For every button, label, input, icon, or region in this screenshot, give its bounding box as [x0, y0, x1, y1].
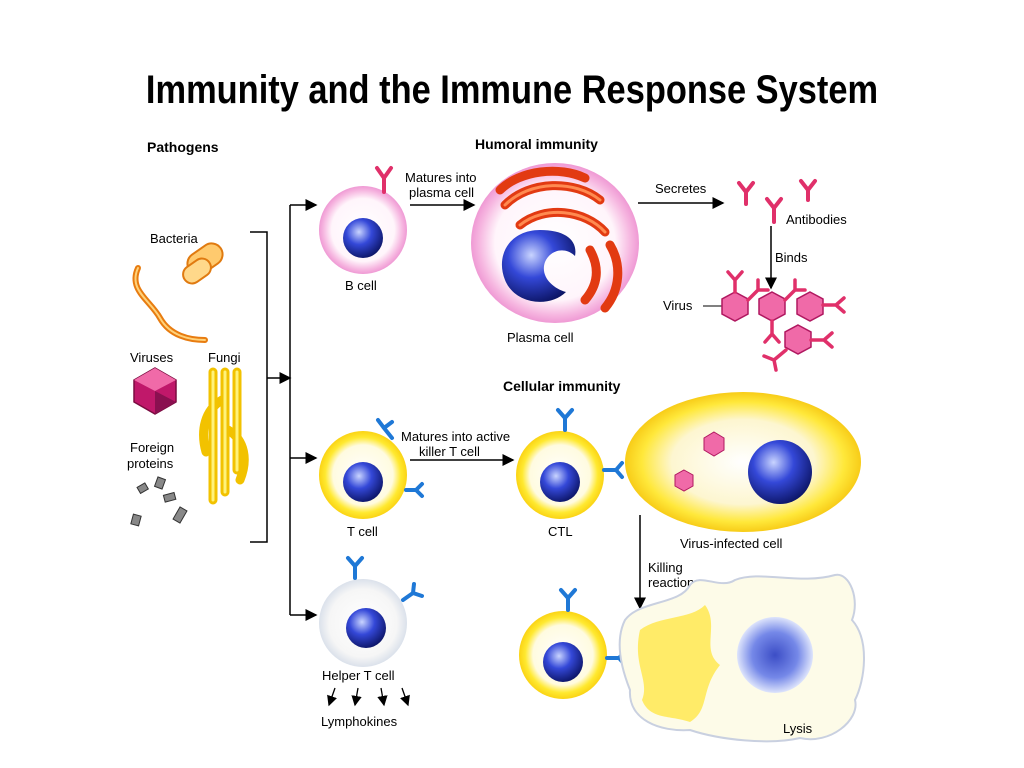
virus-particle-icon — [133, 367, 177, 415]
matures-ctl-label-2: killer T cell — [419, 444, 480, 459]
b-cell — [319, 166, 407, 274]
matures-plasma-label-1: Matures into — [405, 170, 477, 185]
lymphokine-arrows — [327, 687, 410, 707]
matures-ctl-label-1: Matures into active — [401, 429, 510, 444]
foreign-proteins-label-1: Foreign — [130, 440, 174, 455]
foreign-proteins-label-2: proteins — [127, 456, 174, 471]
helper-receptor-icon — [346, 556, 424, 602]
t-cell — [319, 418, 424, 519]
slide-title: Immunity and the Immune Response System — [145, 68, 879, 112]
t-cell-receptor-icon — [376, 418, 424, 498]
fungi-illustration — [199, 367, 249, 505]
lysed-nucleus — [737, 617, 813, 693]
b-cell-label: B cell — [345, 278, 377, 293]
killing-label-2: reaction — [648, 575, 694, 590]
lysis-label: Lysis — [783, 721, 813, 736]
pathogens-heading: Pathogens — [147, 139, 219, 155]
bacteria-illustration — [132, 242, 224, 343]
attacking-ctl-cell — [519, 588, 627, 699]
killing-label-1: Killing — [648, 560, 683, 575]
virus-label: Virus — [663, 298, 693, 313]
foreign-proteins-icon — [130, 476, 188, 527]
antibodies-icon — [737, 179, 817, 224]
plasma-cell-label: Plasma cell — [507, 330, 574, 345]
ctl-receptor-icon — [556, 408, 624, 479]
plasma-nucleus — [501, 230, 576, 302]
cellular-immunity-heading: Cellular immunity — [503, 378, 621, 394]
b-cell-receptor-icon — [375, 166, 393, 194]
lymphokines-label: Lymphokines — [321, 714, 398, 729]
bacteria-label: Bacteria — [150, 231, 198, 246]
t-cell-label: T cell — [347, 524, 378, 539]
matures-plasma-label-2: plasma cell — [409, 185, 474, 200]
humoral-immunity-heading: Humoral immunity — [475, 136, 598, 152]
ctl-cell — [516, 408, 624, 519]
lysed-cell — [618, 573, 865, 743]
virus-infected-cell — [625, 392, 861, 532]
virus-infected-cell-label: Virus-infected cell — [680, 536, 782, 551]
viruses-label: Viruses — [130, 350, 174, 365]
antibodies-label: Antibodies — [786, 212, 847, 227]
secretes-label: Secretes — [655, 181, 707, 196]
helper-t-cell-label: Helper T cell — [322, 668, 395, 683]
ctl-label: CTL — [548, 524, 573, 539]
binds-label: Binds — [775, 250, 808, 265]
virus-antibody-complex — [721, 270, 846, 372]
plasma-cell — [471, 163, 639, 323]
pathogen-bracket — [250, 199, 318, 621]
infecting-virus-icon — [674, 431, 725, 492]
fungi-label: Fungi — [208, 350, 241, 365]
helper-t-cell — [319, 556, 424, 667]
